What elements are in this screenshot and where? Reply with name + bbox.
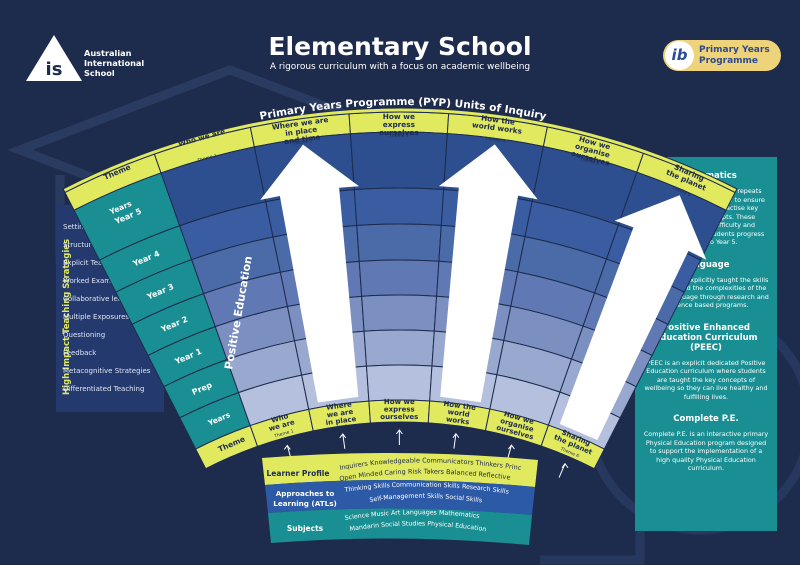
atl-band: Approaches to Learning (ATLs) Thinking S… [265,479,535,515]
theme-number: Theme 4 [484,136,506,145]
theme-number: Theme 3 [388,133,409,139]
up-arrow-head-icon [452,432,460,439]
curriculum-section-text: Complete P.E. is an interactive primary … [643,430,769,472]
atl-label-line-2: Learning (ATLs) [273,499,337,508]
theme-title: How the [481,113,516,126]
growth-arrows [260,144,707,441]
ib-logo-icon: ib [665,41,694,70]
ib-badge-line-2: Programme [699,56,759,66]
theme-number: Theme 5 [578,156,600,167]
bottom-theme-number: Theme 4 [445,425,467,434]
bottom-theme-title: works [445,415,469,426]
grid-cell [349,131,448,191]
svg-text:Self-Management Skills Socia: Self-Management Skills Social Skills [369,493,482,505]
bottom-theme-title: we are [326,408,354,420]
curriculum-section-text: PEEC is an explicit dedicated Positive E… [644,358,768,401]
logo-text: Australian International School [84,48,144,78]
bottom-theme-number: Theme 5 [501,435,523,446]
bottom-theme-title: Where [326,400,353,411]
page-subtitle: A rigorous curriculum with a focus on ac… [269,62,531,72]
atl-label-line-1: Approaches to [276,489,335,498]
curriculum-section-heading: Complete P.E. [673,414,739,424]
ib-badge-line-1: Primary Years [699,45,770,55]
theme-title: in place [285,125,318,138]
up-arrow-head-icon [283,444,291,450]
curriculum-section-text: Students are explicitly taught the skill… [643,275,769,310]
grid-cell [363,329,435,367]
up-arrow-head-icon [339,433,347,439]
grid-cell [361,294,438,332]
strategy-item: Explicit Teaching [63,259,122,267]
bottom-theme-title: How we [384,398,415,406]
theme-number: Theme 2 [292,138,314,147]
page-title: Elementary School [268,32,532,61]
grid-cell [356,223,442,262]
bottom-theme-title: ourselves [380,413,418,421]
up-arrow-head-icon [561,462,569,469]
strategy-item: Metacognitive Strategies [63,367,151,375]
growth-arrow [438,144,538,403]
strategy-item: Feedback [63,349,97,357]
growth-arrow [260,144,360,403]
atl-row-2: Self-Management Skills Social Skills [369,493,482,505]
up-arrow-head-icon [395,429,403,435]
theme-title: express [383,120,415,129]
ib-badge: ib Primary Years Programme [663,40,781,71]
bottom-theme-number: Theme 1 [273,428,295,439]
school-logo-icon: is [26,35,82,81]
strategy-item: Multiple Exposures [63,313,130,321]
arch-top-edge [62,107,738,194]
subjects-label: Subjects [287,524,324,533]
grid-cell [365,364,433,402]
bottom-theme-title: express [384,405,415,413]
up-arrow-icon [507,444,512,460]
growth-arrow [559,195,707,441]
up-arrow-icon [453,433,457,449]
strategy-item: Worked Examples [63,277,126,285]
theme-title: ourselves [379,128,419,137]
up-arrow-icon [342,433,346,449]
theme-number: Theme 1 [196,153,218,164]
theme-title: How we [383,112,415,121]
grid-cell [540,424,605,470]
grid-cell [353,187,445,227]
curriculum-section-heading: Positive Enhanced Education Curriculum (… [654,322,758,353]
logo-line-2: International [84,58,145,68]
up-arrow-head-icon [508,444,515,450]
grid-cell [358,259,440,297]
strategy-item: Differentiated Teaching [63,385,145,393]
bottom-theme-title: world [447,408,470,419]
learner-profile-label: Learner Profile [267,469,330,478]
strategy-item: Questioning [63,331,106,339]
logo-line-3: School [84,68,115,78]
logo-line-1: Australian [84,48,132,58]
bottom-theme-number: Theme 3 [388,422,409,428]
logo-mark: is [46,59,63,80]
curriculum-section-heading: Language [682,259,730,270]
subjects-band: Subjects Science Music Art Languages Mat… [268,508,532,545]
up-arrow-icon [558,463,566,478]
strategy-item: Collaborative learning [63,295,141,303]
